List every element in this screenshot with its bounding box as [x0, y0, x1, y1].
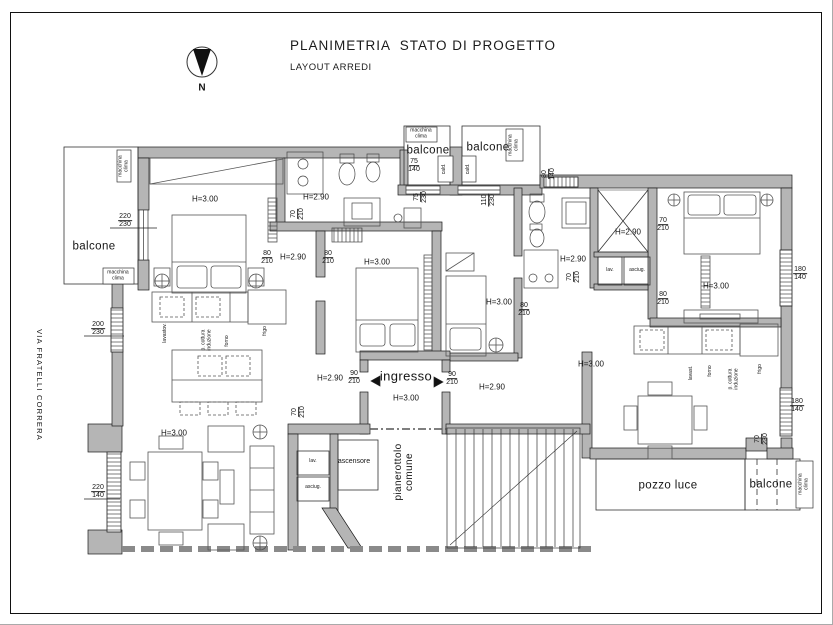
door-markers [84, 227, 444, 500]
equipment-label: frigo [262, 326, 269, 336]
room-height-label: H=2.90 [279, 252, 307, 262]
area-label: balcone [72, 240, 116, 253]
room-height-label: H=3.00 [160, 428, 188, 438]
north-label: N [198, 82, 206, 94]
area-label: balcone [466, 141, 510, 154]
windows [106, 176, 793, 533]
equipment-boxes [102, 126, 814, 509]
north-arrow-icon [186, 46, 218, 78]
equipment-label: asciug. [305, 484, 321, 491]
street-name-label: VIA FRATELLI CORRERA [35, 329, 45, 441]
equipment-label: asciug. [629, 267, 645, 274]
equipment-label: macchina clima [507, 134, 519, 156]
area-label: balcone [749, 478, 793, 491]
equipment-label: forno [224, 335, 231, 347]
equipment-label: macchina clima [797, 473, 809, 495]
equipment-label: macchina clima [107, 269, 129, 281]
room-height-label: H=3.00 [702, 281, 730, 291]
equipment-label: lavast. [688, 365, 695, 381]
walls [87, 146, 794, 555]
stairs [446, 427, 581, 549]
room-height-label: H=3.00 [392, 393, 420, 403]
room-height-label: H=2.90 [614, 227, 642, 237]
page-subtitle: LAYOUT ARREDI [290, 62, 372, 73]
equipment-label: cald. [441, 163, 448, 175]
elevator-and-closets [296, 189, 651, 502]
bedroom-furniture [149, 157, 774, 357]
room-height-label: H=3.00 [577, 359, 605, 369]
equipment-label: macchina clima [410, 127, 432, 139]
room-height-label: H=2.90 [316, 373, 344, 383]
room-height-label: H=2.90 [559, 254, 587, 264]
elevator-label: ascensore [337, 458, 371, 466]
equipment-label: p. cottura induzione [727, 368, 739, 390]
page-title: PLANIMETRIA STATO DI PROGETTO [290, 38, 557, 53]
area-label: balcone [406, 144, 450, 157]
equipment-label: lavastov. [162, 323, 169, 343]
area-label: ingresso [379, 368, 433, 384]
landing-label: pianerottolo comune [392, 443, 415, 501]
kitchen-living-left [129, 289, 287, 551]
equipment-label: lav. [606, 267, 614, 274]
equipment-label: forno [707, 365, 714, 377]
equipment-label: p. cottura induzione [200, 329, 212, 351]
equipment-label: macchina clima [117, 155, 129, 177]
room-height-label: H=2.90 [478, 382, 506, 392]
area-label: pozzo luce [638, 479, 698, 492]
bathroom-fixtures [286, 151, 591, 289]
equipment-label: cald. [465, 163, 472, 175]
equipment-label: frigo [757, 364, 764, 374]
kitchen-dining-right [623, 323, 779, 460]
equipment-label: lav. [309, 458, 317, 465]
room-height-label: H=3.00 [191, 194, 219, 204]
room-height-label: H=3.00 [363, 257, 391, 267]
room-height-label: H=2.90 [302, 192, 330, 202]
room-height-label: H=3.00 [485, 297, 513, 307]
drawing-border [10, 12, 822, 614]
